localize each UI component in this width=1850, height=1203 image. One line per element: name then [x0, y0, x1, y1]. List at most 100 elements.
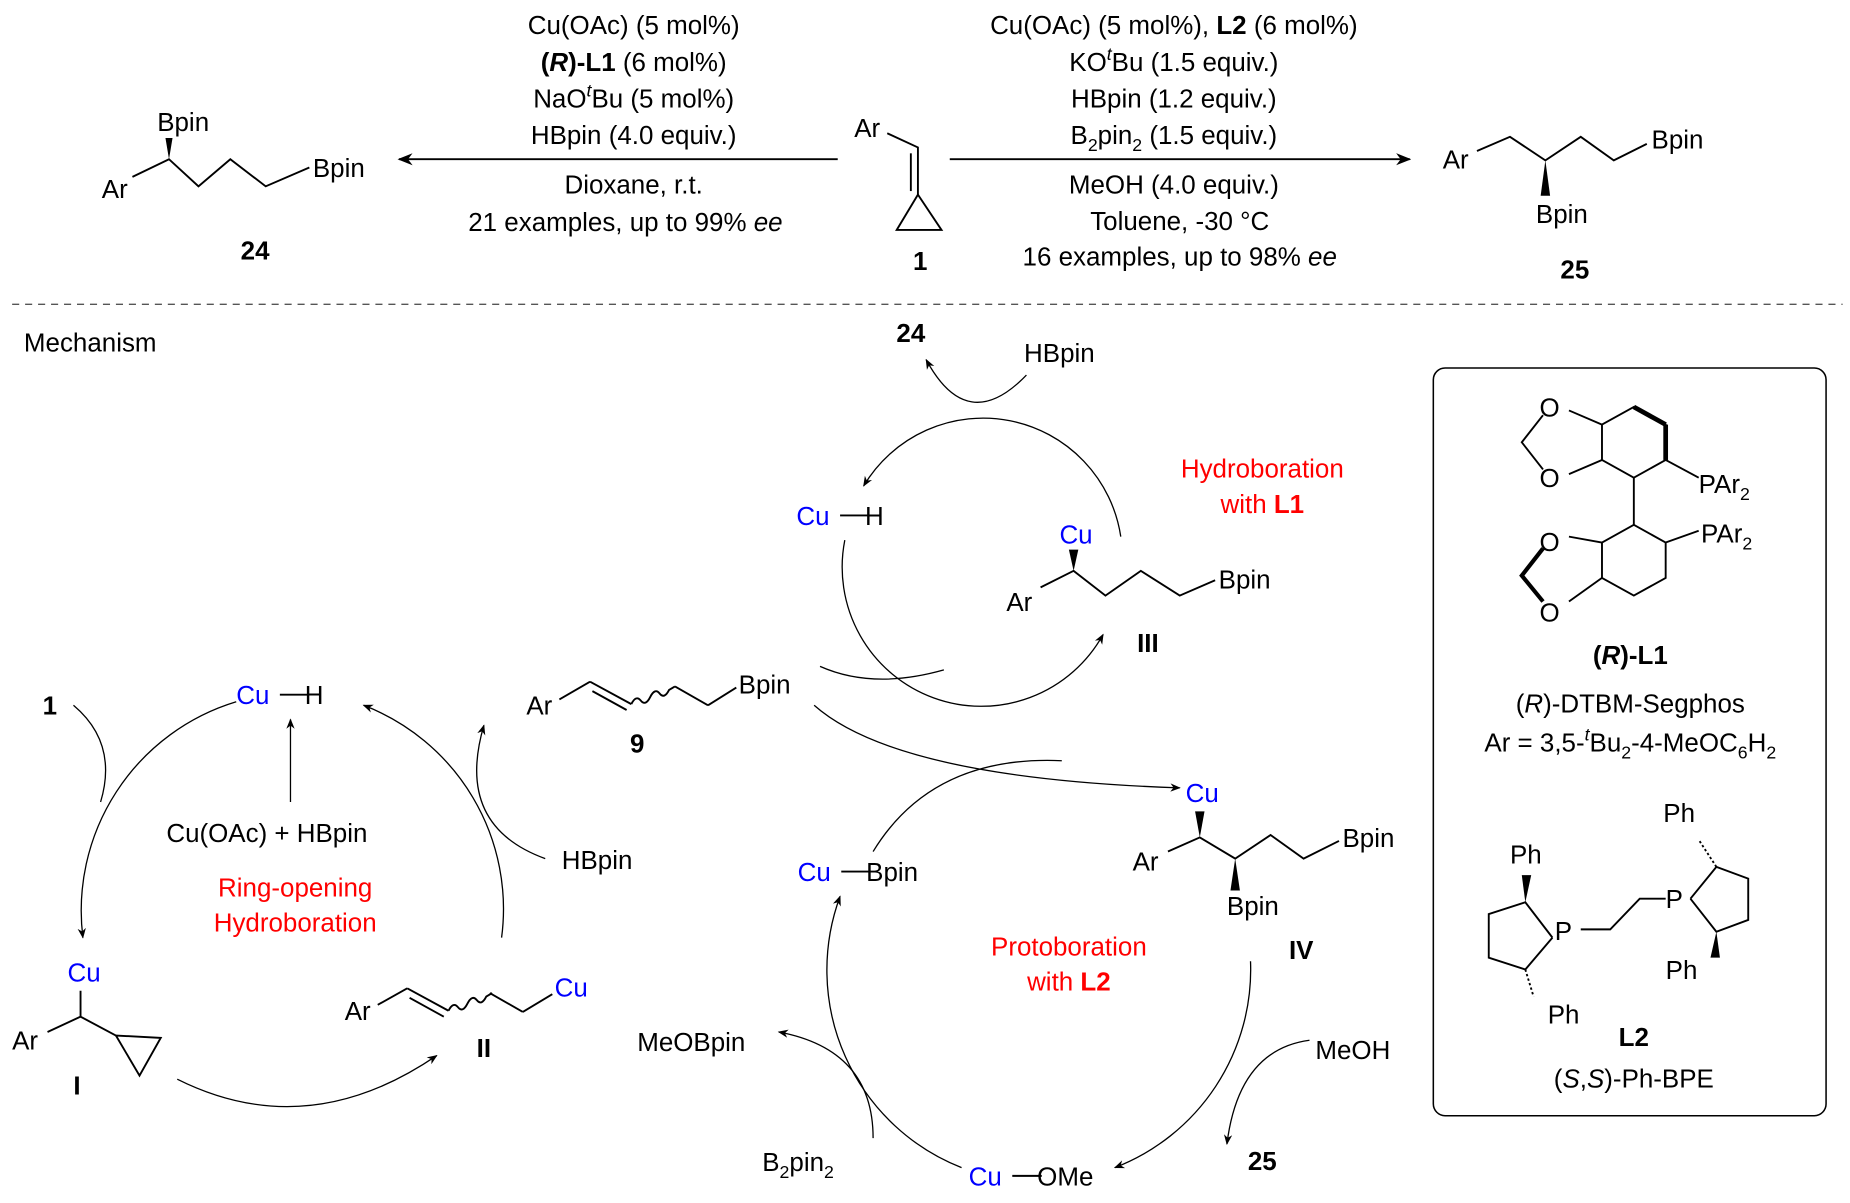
ligand-box: O O PAr2 O O PAr2 (R)-L1 (R)-DTBM-Segpho…: [1432, 367, 1827, 1117]
ligand-L1-structure: O O PAr2 O O PAr2: [1519, 394, 1752, 628]
cycle-arrow: [77, 701, 237, 939]
intermediate-IV: Cu Ar Bpin Bpin IV: [1133, 780, 1395, 965]
box-frame: [1432, 367, 1827, 1117]
bond: [1476, 135, 1648, 162]
atom-label: Bpin: [1536, 201, 1588, 229]
atom-label: Ar: [345, 998, 371, 1026]
wavy-bond: [447, 992, 493, 1012]
cycle-title: Protoboration: [991, 933, 1147, 961]
condition-text: B2pin2 (1.5 equiv.): [1071, 122, 1278, 155]
right-conditions: Cu(OAc) (5 mol%), L2 (6 mol%) KOtBu (1.5…: [949, 12, 1412, 271]
atom-label: Ph: [1666, 957, 1698, 985]
phospholane-ring: [1689, 865, 1750, 933]
atom-label: Bpin: [739, 671, 791, 699]
ligand-L2-name: (S,S)-Ph-BPE: [1554, 1065, 1714, 1093]
bond: [886, 132, 919, 195]
compound-9: Ar Bpin 9: [526, 671, 790, 758]
bond: [80, 1015, 117, 1037]
condition-text: 21 examples, up to 99% ee: [468, 209, 782, 237]
condition-text: Dioxane, r.t.: [564, 171, 702, 199]
atom-label: Ar: [12, 1028, 38, 1056]
cycle-arrow: [1113, 961, 1252, 1169]
hashed-bond: [1524, 969, 1535, 997]
cycle-arrow: [476, 724, 546, 860]
product-label: 25: [1248, 1148, 1277, 1176]
ligand-L1-label: (R)-L1: [1593, 642, 1668, 670]
byproduct-label: MeOBpin: [637, 1029, 745, 1057]
atom-label: Bpin: [1219, 567, 1271, 595]
compound-24: Bpin Ar Bpin 24: [102, 109, 365, 266]
compound-label: I: [73, 1072, 80, 1100]
left-conditions: Cu(OAc) (5 mol%) (R)-L1 (6 mol%) NaOtBu …: [397, 12, 838, 237]
cyclopropane-ring: [114, 1034, 163, 1078]
cycle-arrow: [176, 1054, 438, 1108]
bold-bond: [1519, 547, 1545, 603]
cycle-title: Ring-opening: [218, 874, 372, 902]
cycle-title: Hydroboration: [214, 910, 377, 938]
wedge-bond: [1068, 549, 1079, 571]
condition-text: Cu(OAc) (5 mol%), L2 (6 mol%): [990, 12, 1358, 40]
cycle-title: with L1: [1219, 491, 1304, 519]
atom-label: Ph: [1510, 841, 1542, 869]
atom-label: Bpin: [1652, 127, 1704, 155]
double-bond: [589, 680, 632, 705]
wedge-bond: [1195, 811, 1205, 838]
compound-25: Ar Bpin Bpin 25: [1443, 127, 1704, 285]
precatalyst-label: Cu(OAc) + HBpin: [166, 820, 367, 848]
compound-label: IV: [1289, 937, 1314, 965]
wavy-bond: [630, 685, 676, 705]
bond: [489, 992, 524, 1013]
cycle-title: with L2: [1026, 969, 1111, 997]
cycle-arrow: [863, 417, 1122, 537]
intermediate-I: Cu Ar I: [12, 959, 163, 1100]
atom-label: O: [1539, 465, 1559, 493]
branch-arrow: [819, 665, 945, 680]
cycle-arrow: [925, 358, 1027, 403]
intermediate-II: Ar Cu II: [345, 975, 588, 1063]
atom-label: PAr2: [1699, 471, 1750, 504]
cycle-title: Hydroboration: [1181, 456, 1344, 484]
bond: [132, 158, 310, 188]
cycle-arrow: [73, 704, 107, 803]
ligand-L1-ar-definition: Ar = 3,5-tBu2-4-MeOC6H2: [1484, 725, 1776, 763]
bond: [1665, 459, 1700, 479]
atom-label: Bpin: [313, 155, 365, 183]
hashed-bond: [1697, 839, 1718, 868]
condition-text: MeOH (4.0 equiv.): [1069, 171, 1279, 199]
atom-label: Cu: [1186, 780, 1219, 808]
wedge-bond: [1540, 160, 1551, 196]
condition-text: 16 examples, up to 98% ee: [1023, 243, 1337, 271]
atom-label: Bpin: [1227, 893, 1279, 921]
compound-label: 1: [913, 248, 927, 276]
cyclopropane-ring: [895, 192, 944, 231]
atom-label: Ar: [102, 176, 128, 204]
wedge-bond: [1710, 931, 1720, 958]
atom-label: Ph: [1663, 800, 1695, 828]
phospholane-ring: [1487, 901, 1554, 971]
atom-label: Cu: [68, 959, 101, 987]
cycle-arrow: [826, 895, 962, 1169]
bond: [1665, 529, 1700, 544]
compound-label: 24: [241, 237, 270, 265]
ethylene-bridge: [1580, 897, 1666, 931]
condition-text: KOtBu (1.5 equiv.): [1069, 44, 1278, 77]
intermediate-III: Cu Ar Bpin III: [1006, 522, 1270, 659]
condition-text: Toluene, -30 °C: [1090, 208, 1269, 236]
cycle-arrow: [841, 540, 1104, 707]
reagent-label: HBpin: [562, 847, 633, 875]
compound-label: III: [1137, 630, 1159, 658]
bond: [558, 680, 591, 701]
bond: [674, 685, 709, 707]
bond: [1040, 569, 1216, 597]
b2pin2-arrow: [777, 1029, 874, 1139]
bond: [377, 987, 408, 1006]
bond: [1520, 414, 1544, 470]
condition-text: Cu(OAc) (5 mol%): [528, 12, 740, 40]
compound-label: 9: [630, 730, 644, 758]
condition-text: HBpin (1.2 equiv.): [1071, 85, 1277, 113]
atom-label: P: [1555, 918, 1572, 946]
